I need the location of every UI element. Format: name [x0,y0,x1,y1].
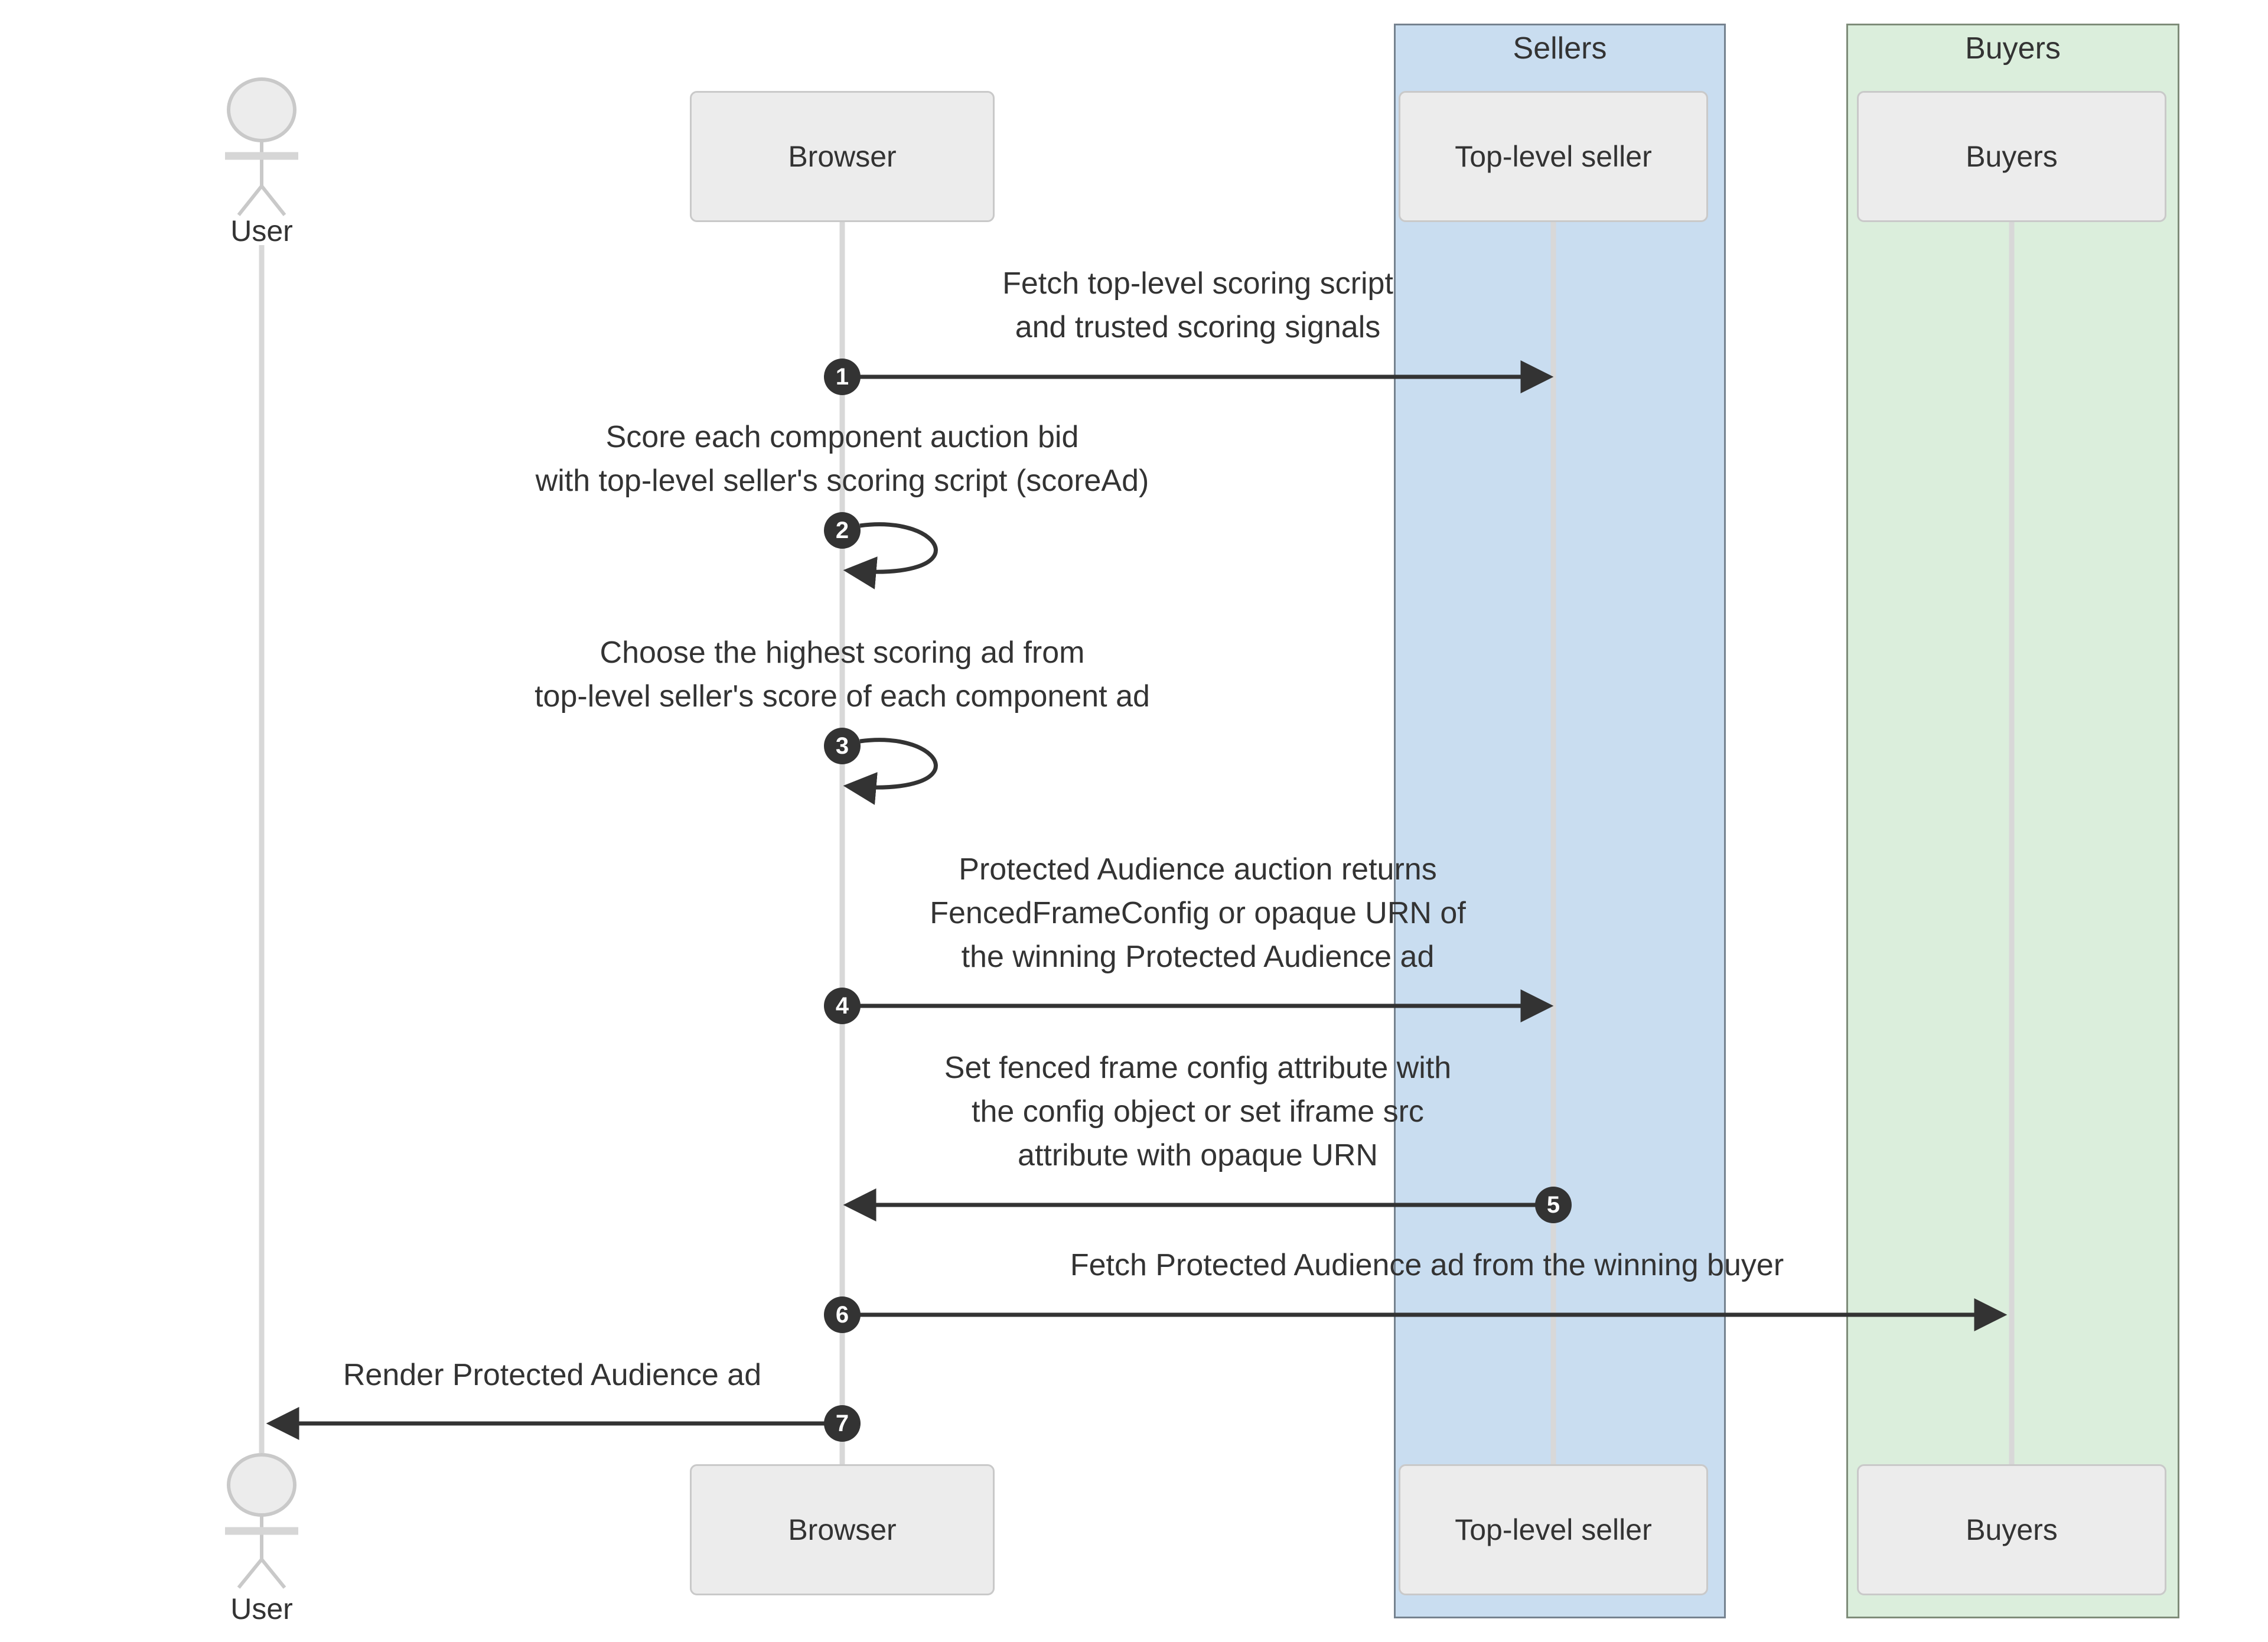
user-head-icon [227,77,296,142]
message-4-number-badge: 4 [824,988,861,1024]
message-7-text: Render Protected Audience ad [343,1358,762,1392]
arrow-2-self-loop [843,522,938,589]
message-4-text: Protected Audience auction returns Fence… [930,852,1466,974]
group-label-sellers: Sellers [1513,31,1607,66]
message-3-number-badge: 3 [824,728,861,764]
message-2-number-badge: 2 [824,512,861,549]
user-label-top: User [230,214,293,247]
user-head-icon [227,1453,296,1517]
message-6-number-badge: 6 [824,1296,861,1333]
message-5-number-badge: 5 [1535,1187,1572,1223]
participant-top-level-seller-bottom: Top-level seller [1399,1464,1708,1595]
participant-label: Browser [788,140,897,173]
participant-label: Top-level seller [1455,140,1652,173]
message-6-text: Fetch Protected Audience ad from the win… [1070,1248,1784,1282]
arrow-3-self-loop [843,738,938,805]
participant-browser-bottom: Browser [690,1464,995,1595]
message-3-text: Choose the highest scoring ad from top-l… [535,636,1150,714]
message-5-text: Set fenced frame config attribute with t… [944,1051,1452,1172]
message-1-text: Fetch top-level scoring script and trust… [1002,266,1393,344]
user-actor-figure-bottom [225,1453,298,1589]
participant-browser-top: Browser [690,91,995,222]
message-2-text: Score each component auction bid with to… [535,420,1149,498]
participant-top-level-seller-top: Top-level seller [1399,91,1708,222]
user-label-bottom: User [230,1592,293,1625]
participant-label: Buyers [1966,140,2058,173]
message-1-number-badge: 1 [824,359,861,395]
user-actor-figure-top [225,77,298,216]
group-label-buyers: Buyers [1965,31,2061,66]
participant-label: Buyers [1966,1513,2058,1546]
participant-label: Browser [788,1513,897,1546]
participant-label: Top-level seller [1455,1513,1652,1546]
participant-buyers-top: Buyers [1857,91,2166,222]
participant-buyers-bottom: Buyers [1857,1464,2166,1595]
group-sellers [1394,24,1726,1618]
message-7-number-badge: 7 [824,1405,861,1442]
